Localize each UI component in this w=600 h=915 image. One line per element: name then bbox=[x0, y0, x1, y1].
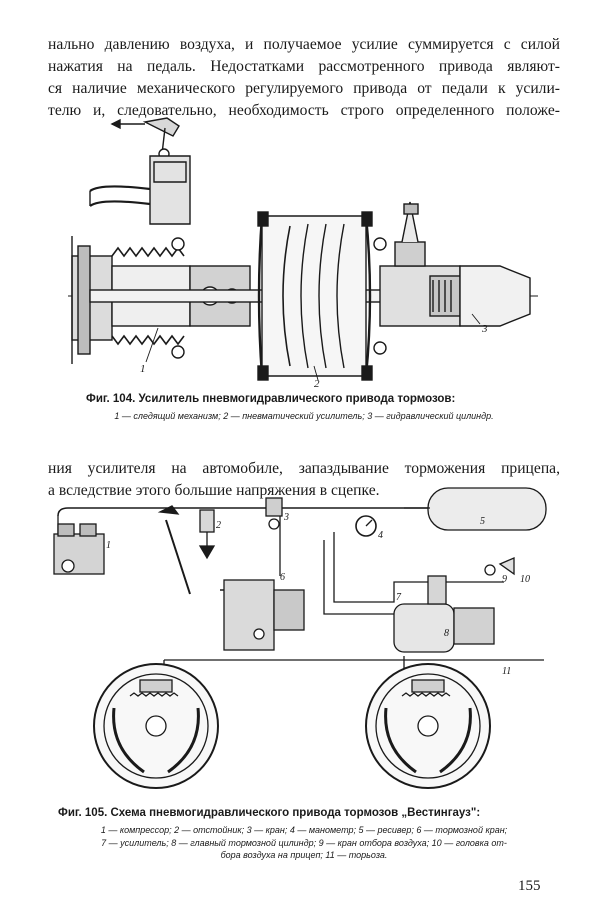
fig104-label-2: 2 bbox=[314, 378, 320, 388]
page-number: 155 bbox=[518, 878, 541, 894]
legend-line: 1 — компрессор; 2 — отстойник; 3 — кран;… bbox=[100, 825, 508, 835]
legend-line: бора воздуха на прицеп; 11 — торьоза. bbox=[220, 850, 388, 860]
fig105-label-1: 1 bbox=[106, 540, 111, 551]
legend-line: 7 — усилитель; 8 — главный тормозной цил… bbox=[101, 837, 507, 848]
fig105-label-5: 5 bbox=[480, 516, 485, 527]
figure-105-caption-legend: 1 — компрессор; 2 — отстойник; 3 — кран;… bbox=[48, 824, 560, 862]
text-line: нально давлению воздуха, и получаемое ус… bbox=[48, 36, 560, 53]
fig105-label-3: 3 bbox=[283, 512, 289, 523]
figure-105-caption-title: Фиг. 105. Схема пневмогидравлического пр… bbox=[58, 807, 481, 819]
fig105-label-7: 7 bbox=[396, 592, 402, 603]
fig104-label-1: 1 bbox=[140, 363, 146, 375]
fig105-label-11: 11 bbox=[502, 666, 511, 677]
text-line: ния усилителя на автомобиле, запаздывани… bbox=[48, 460, 560, 477]
text-line: нажатия на педаль. Недостатками рассмотр… bbox=[48, 58, 560, 75]
text-line: а вследствие этого большие напряжения в … bbox=[48, 482, 380, 499]
text-line: ся наличие механического регулируемого п… bbox=[48, 80, 560, 97]
fig105-label-9: 9 bbox=[502, 574, 507, 585]
fig105-label-4: 4 bbox=[378, 530, 383, 541]
figure-105-system-scheme: 1 2 3 4 5 6 7 8 9 10 11 bbox=[44, 484, 556, 802]
paragraph-top: нально давлению воздуха, и получаемое ус… bbox=[48, 34, 560, 122]
fig105-label-2: 2 bbox=[216, 520, 221, 531]
paragraph-middle: ния усилителя на автомобиле, запаздывани… bbox=[48, 458, 560, 502]
figure-104-booster-drawing: 1 2 3 bbox=[50, 116, 550, 388]
figure-104-caption-title: Фиг. 104. Усилитель пневмогидравлическог… bbox=[86, 393, 456, 405]
fig104-label-3: 3 bbox=[481, 323, 488, 335]
fig105-label-8: 8 bbox=[444, 628, 449, 639]
legend-line: 1 — следящий механизм; 2 — пневматически… bbox=[114, 411, 494, 421]
text-line: телю и, следовательно, необходимость стр… bbox=[48, 102, 560, 119]
figure-104-caption-legend: 1 — следящий механизм; 2 — пневматически… bbox=[48, 410, 560, 423]
fig105-label-10: 10 bbox=[520, 574, 530, 585]
fig105-label-6: 6 bbox=[280, 572, 285, 583]
